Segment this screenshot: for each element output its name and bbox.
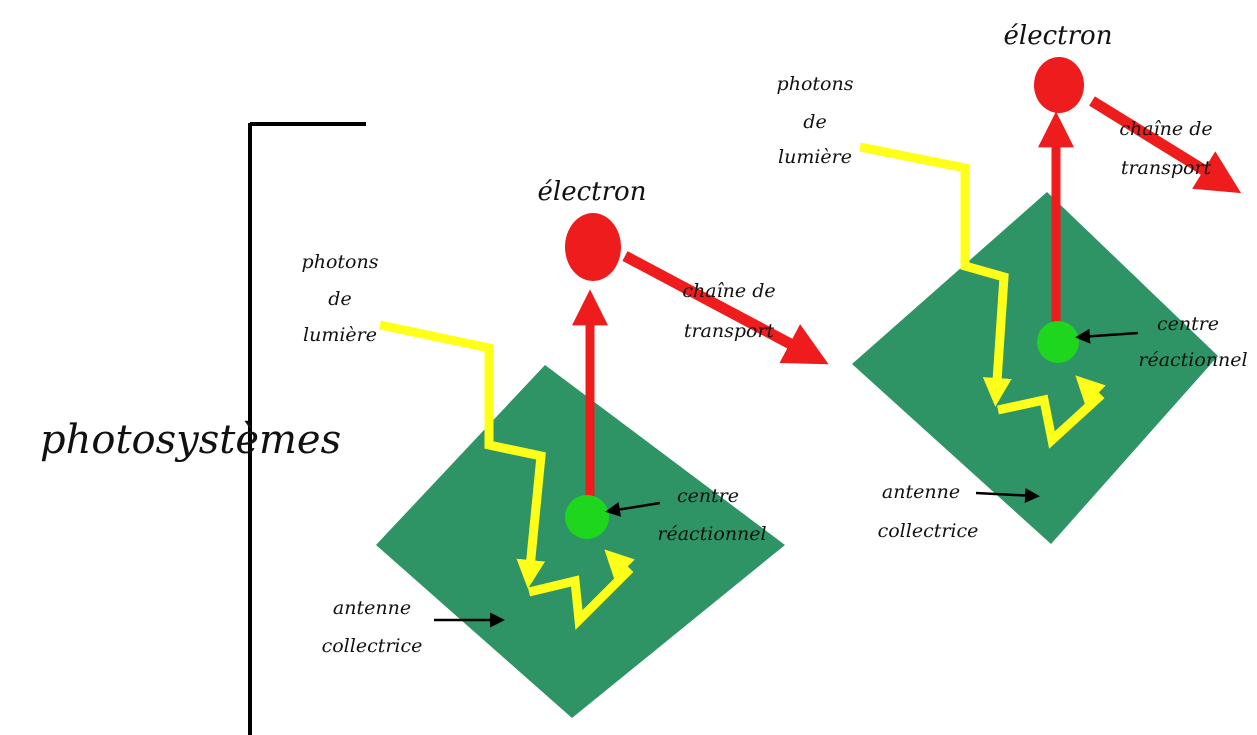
reaction-center-pointer	[605, 501, 661, 517]
antenna-pointer	[975, 488, 1040, 503]
photon-path-to-center	[527, 549, 635, 630]
center-label-line-1: centre	[1157, 313, 1219, 335]
electron-label: électron	[1004, 21, 1113, 51]
antenna-label-line-1: antenne	[882, 481, 960, 503]
photon-path-to-center	[997, 375, 1106, 449]
photon-label-line-2: de	[328, 288, 351, 310]
transport-chain-arrow	[622, 251, 829, 365]
center-label-line-1: centre	[677, 485, 739, 507]
photon-path-incoming	[379, 320, 546, 589]
photon-label-line-3: lumière	[303, 324, 377, 346]
photon-label-line-1: photons	[302, 251, 379, 273]
electron-label: électron	[538, 177, 647, 207]
center-label-line-2: réactionnel	[657, 523, 766, 545]
reaction-center	[1037, 321, 1079, 363]
antenna-collector	[376, 365, 785, 718]
chain-label-line-1: chaîne de	[1119, 118, 1212, 140]
antenna-collector	[852, 192, 1218, 544]
antenna-label-line-1: antenne	[333, 597, 411, 619]
photosystems-title: photosystèmes	[40, 417, 341, 463]
transport-chain-arrow	[1089, 96, 1242, 194]
photosystem-2: électron photons de lumière chaîne de tr…	[777, 21, 1248, 544]
antenna-label-line-2: collectrice	[878, 520, 979, 542]
electron-circle	[565, 213, 621, 281]
photon-path-incoming	[859, 142, 1012, 407]
photosystems-bracket	[248, 122, 366, 735]
reaction-center	[565, 495, 609, 539]
photon-label-line-2: de	[803, 111, 826, 133]
electron-circle	[1034, 57, 1084, 113]
photon-label-line-3: lumière	[778, 146, 852, 168]
chain-label-line-2: transport	[684, 320, 775, 342]
chain-label-line-2: transport	[1121, 157, 1212, 179]
antenna-label-line-2: collectrice	[322, 635, 423, 657]
photosystem-1: électron photons de lumière chaîne de tr…	[302, 177, 829, 718]
reaction-center-pointer	[1075, 328, 1139, 344]
chain-label-line-1: chaîne de	[682, 280, 775, 302]
photon-label-line-1: photons	[777, 73, 854, 95]
center-label-line-2: réactionnel	[1138, 349, 1247, 371]
